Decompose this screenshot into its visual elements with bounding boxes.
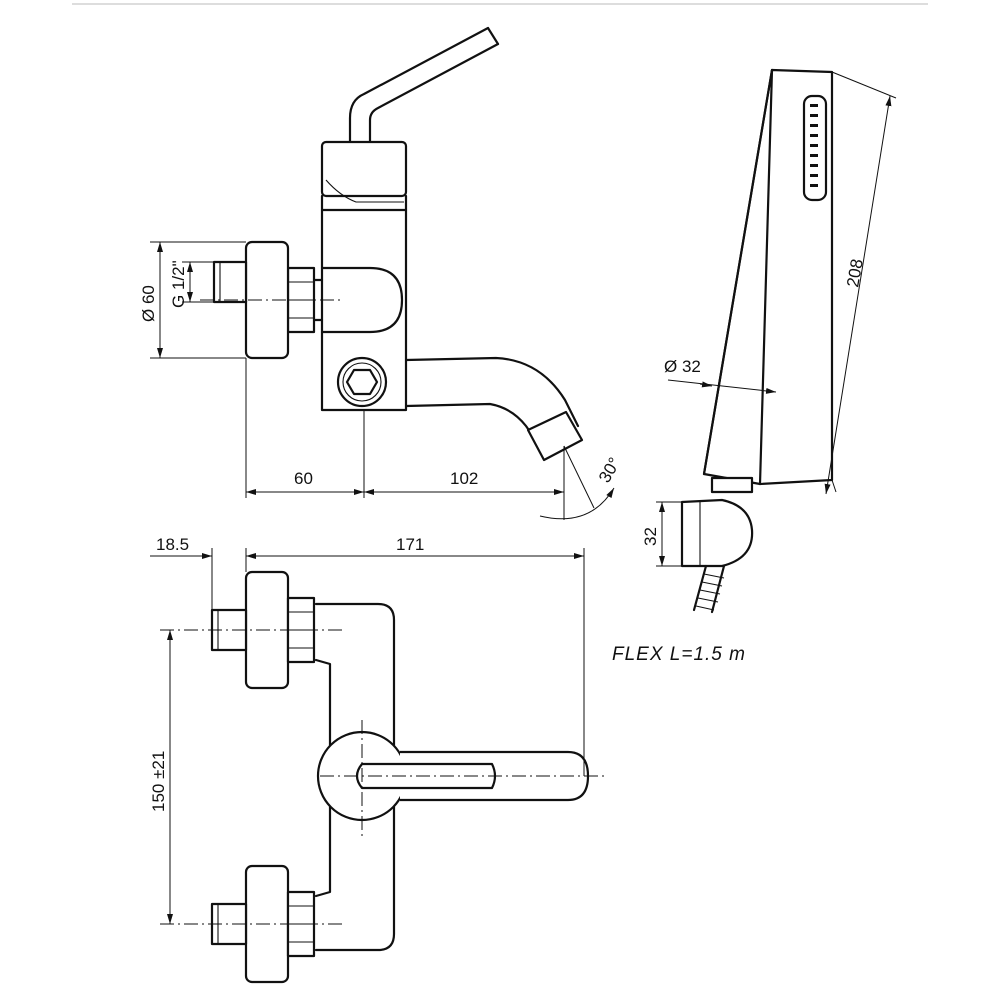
dim-thread: G 1/2"	[169, 260, 188, 308]
dim-dia-60: Ø 60	[139, 285, 158, 322]
flex-hose	[692, 564, 726, 614]
dim-150: 150 ±21	[149, 751, 168, 812]
dim-18-5: 18.5	[156, 535, 189, 554]
front-view-mixer	[160, 570, 606, 984]
spray-nozzles	[810, 104, 818, 187]
dim-dia-32: Ø 32	[664, 357, 701, 376]
dim-102: 102	[450, 469, 478, 488]
hand-shower	[680, 68, 834, 614]
side-view-mixer	[200, 26, 584, 520]
dim-171: 171	[396, 535, 424, 554]
flex-label: FLEX L=1.5 m	[612, 644, 746, 665]
dim-60: 60	[294, 469, 313, 488]
dim-group-depth: 60 102 30°	[246, 445, 624, 520]
dim-group-inlet: Ø 60 G 1/2"	[139, 241, 246, 359]
dim-208: 208	[843, 257, 867, 288]
dim-group-shower: Ø 32 208 32	[641, 71, 897, 567]
dim-angle: 30°	[595, 454, 624, 486]
dim-group-front: 18.5 171 150 ±21	[149, 535, 585, 924]
dim-32: 32	[641, 527, 660, 546]
